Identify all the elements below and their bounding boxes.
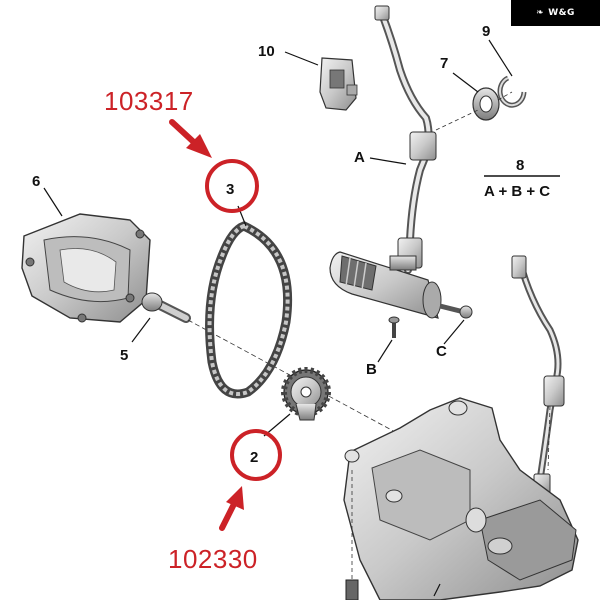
callout-3: 3	[226, 181, 234, 198]
callout-6: 6	[32, 173, 40, 190]
leader-line-9	[488, 39, 513, 77]
bolt-c-part	[439, 303, 473, 319]
sensor-connector-part	[319, 57, 358, 111]
timing-cover-part	[21, 213, 151, 323]
seal-ring-part	[472, 87, 500, 121]
callout-a: A	[354, 149, 365, 166]
assembly-axis	[187, 319, 411, 441]
timing-chain-part	[205, 221, 293, 399]
leader-line-7	[452, 72, 479, 93]
watermark-badge: ❧ W&G	[511, 0, 600, 26]
highlight-circle-3	[205, 159, 259, 213]
oil-pipe-right	[511, 255, 565, 495]
red-arrow-lower	[219, 486, 244, 531]
part-number-upper: 103317	[104, 86, 194, 116]
callout-b: B	[366, 361, 377, 378]
leader-line-5	[131, 317, 151, 343]
leader-line-a	[369, 157, 407, 165]
leader-line-c	[443, 319, 465, 345]
part-number-lower: 102330	[168, 544, 258, 574]
bottom-bolt	[345, 579, 359, 601]
highlight-circle-2	[230, 429, 282, 481]
bolt-part	[141, 292, 191, 323]
callout-9: 9	[482, 23, 490, 40]
callout-8: 8	[516, 157, 524, 174]
leader-line-b	[377, 339, 393, 363]
oil-pipe-a	[374, 5, 437, 274]
callout-7: 7	[440, 55, 448, 72]
wings-icon: ❧	[536, 8, 545, 18]
oil-pump-housing	[343, 397, 579, 601]
watermark-text: W&G	[548, 8, 575, 18]
clip-ring-part	[497, 75, 527, 108]
callout-10: 10	[258, 43, 275, 60]
solenoid-valve-part	[329, 251, 442, 319]
formula-text: A + B + C	[484, 183, 550, 200]
callout-2: 2	[250, 449, 258, 466]
callout-5: 5	[120, 347, 128, 364]
screw-b-part	[388, 316, 400, 338]
red-arrow-upper	[169, 119, 212, 158]
callout-c: C	[436, 343, 447, 360]
leader-line-10	[284, 51, 319, 66]
sprocket-part	[281, 367, 331, 421]
leader-line-6	[43, 187, 63, 217]
